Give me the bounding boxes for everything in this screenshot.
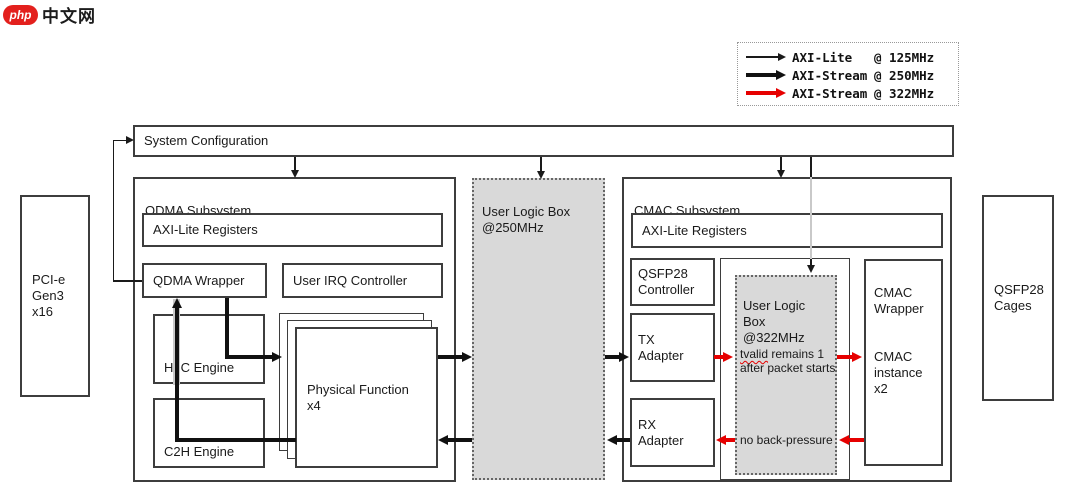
axi-lite-to-ulb322-line-bottom bbox=[810, 259, 812, 266]
tvalid-word: tvalid bbox=[740, 347, 769, 361]
site-name: 中文网 bbox=[42, 7, 96, 26]
rx-adapter-block: RX Adapter bbox=[630, 398, 715, 467]
legend-label: AXI-Stream bbox=[792, 85, 868, 101]
legend-label: AXI-Lite bbox=[792, 49, 853, 65]
qsfp28-cages-block: QSFP28 Cages bbox=[982, 195, 1054, 401]
stream-c2h-to-wrapper-line-v bbox=[175, 307, 179, 440]
stream-pf-to-ulb250-line bbox=[438, 355, 462, 359]
user-logic-box-250-block: User Logic Box @250MHz bbox=[472, 178, 605, 480]
axi-lite-to-cmac-line bbox=[780, 157, 782, 170]
legend-row-axi-stream-250: AXI-Stream @ 250MHz bbox=[746, 66, 958, 84]
legend-label: AXI-Stream bbox=[792, 67, 868, 83]
stream322-cmac-to-ulb-line bbox=[848, 438, 864, 442]
stream-wrapper-to-pf-line-v bbox=[225, 298, 229, 359]
legend-row-axi-stream-322: AXI-Stream @ 322MHz bbox=[746, 84, 958, 102]
axi-lite-to-qdma-arrowhead bbox=[291, 170, 299, 178]
stream322-tx-to-ulb-line bbox=[714, 355, 724, 359]
tx-adapter-block: TX Adapter bbox=[630, 313, 715, 382]
legend-freq: @ 125MHz bbox=[874, 49, 935, 65]
stream322-into-ulb-arrowhead bbox=[723, 352, 733, 362]
pcie-block: PCI-e Gen3 x16 bbox=[20, 195, 90, 397]
user-logic-box-322-block: User Logic Box @322MHz bbox=[735, 275, 837, 475]
axi-lite-wrapper-line-h2 bbox=[113, 139, 126, 141]
user-logic-box-250-title: User Logic Box @250MHz bbox=[482, 204, 571, 235]
stream322-into-ulb-return-arrowhead bbox=[839, 435, 849, 445]
axi-lite-to-ulb322-line-gray bbox=[810, 177, 812, 259]
legend-row-axi-lite: AXI-Lite @ 125MHz bbox=[746, 48, 958, 66]
thick-red-arrow-icon bbox=[746, 88, 786, 98]
legend-freq: @ 250MHz bbox=[874, 67, 935, 83]
tvalid-annotation: tvalid remains 1 after packet starts bbox=[740, 347, 836, 375]
cmac-instance-label: CMAC instance x2 bbox=[874, 349, 923, 396]
user-logic-box-322-title: User Logic Box @322MHz bbox=[743, 298, 806, 345]
cmac-wrapper-title: CMAC Wrapper bbox=[874, 285, 924, 316]
stream-into-pf-arrowhead bbox=[272, 352, 282, 362]
no-backpressure-annotation: no back-pressure bbox=[740, 433, 833, 447]
thin-black-arrow-icon bbox=[746, 53, 786, 61]
stream-ulb250-to-tx-line bbox=[605, 355, 620, 359]
axi-lite-to-ulb322-line-top bbox=[810, 157, 812, 177]
axi-lite-wrapper-line-h bbox=[113, 280, 142, 282]
axi-lite-to-qdma-line bbox=[294, 157, 296, 171]
qsfp28-controller-block: QSFP28 Controller bbox=[630, 258, 715, 306]
stream-pf-to-c2h-line-h bbox=[175, 438, 297, 442]
site-logo[interactable]: php 中文网 bbox=[3, 2, 96, 27]
axi-lite-to-ulb250-line bbox=[540, 157, 542, 171]
axi-lite-to-ulb250-arrowhead bbox=[537, 171, 545, 179]
thick-black-arrow-icon bbox=[746, 70, 786, 80]
axi-lite-sysconfig-arrowhead bbox=[126, 135, 134, 144]
h2c-engine-block: H2C Engine bbox=[153, 314, 265, 384]
stream-wrapper-to-pf-line-h bbox=[225, 355, 273, 359]
axi-lite-to-cmac-arrowhead bbox=[777, 170, 785, 178]
cmac-axi-lite-registers-block: AXI-Lite Registers bbox=[631, 213, 943, 248]
stream-into-pf-return-arrowhead bbox=[438, 435, 448, 445]
user-irq-controller-block: User IRQ Controller bbox=[282, 263, 443, 298]
axi-lite-to-ulb322-arrowhead bbox=[807, 265, 815, 273]
legend-freq: @ 322MHz bbox=[874, 85, 935, 101]
stream-into-wrapper-arrowhead bbox=[172, 298, 182, 308]
stream322-ulb-to-cmac-line bbox=[837, 355, 853, 359]
stream-into-ulb250-return-arrowhead bbox=[607, 435, 617, 445]
axi-lite-wrapper-line-v bbox=[112, 139, 114, 281]
stream-ulb250-to-pf-line bbox=[447, 438, 472, 442]
stream322-into-rx-arrowhead bbox=[716, 435, 726, 445]
stream322-ulb-to-rx-line bbox=[725, 438, 735, 442]
physical-function-block: Physical Function x4 bbox=[295, 327, 438, 468]
stream322-into-cmac-arrowhead bbox=[852, 352, 862, 362]
legend-box: AXI-Lite @ 125MHz AXI-Stream @ 250MHz AXI-… bbox=[737, 42, 959, 106]
c2h-engine-block: C2H Engine bbox=[153, 398, 265, 468]
php-logo-icon: php bbox=[3, 4, 38, 25]
stream-into-ulb250-arrowhead bbox=[462, 352, 472, 362]
qdma-axi-lite-registers-block: AXI-Lite Registers bbox=[142, 213, 443, 247]
cmac-wrapper-block: CMAC Wrapper CMAC instance x2 bbox=[864, 259, 943, 466]
system-configuration-block: System Configuration bbox=[133, 125, 954, 157]
stream-into-tx-arrowhead bbox=[619, 352, 629, 362]
stream-rx-to-ulb250-line bbox=[616, 438, 630, 442]
qdma-wrapper-block: QDMA Wrapper bbox=[142, 263, 267, 298]
